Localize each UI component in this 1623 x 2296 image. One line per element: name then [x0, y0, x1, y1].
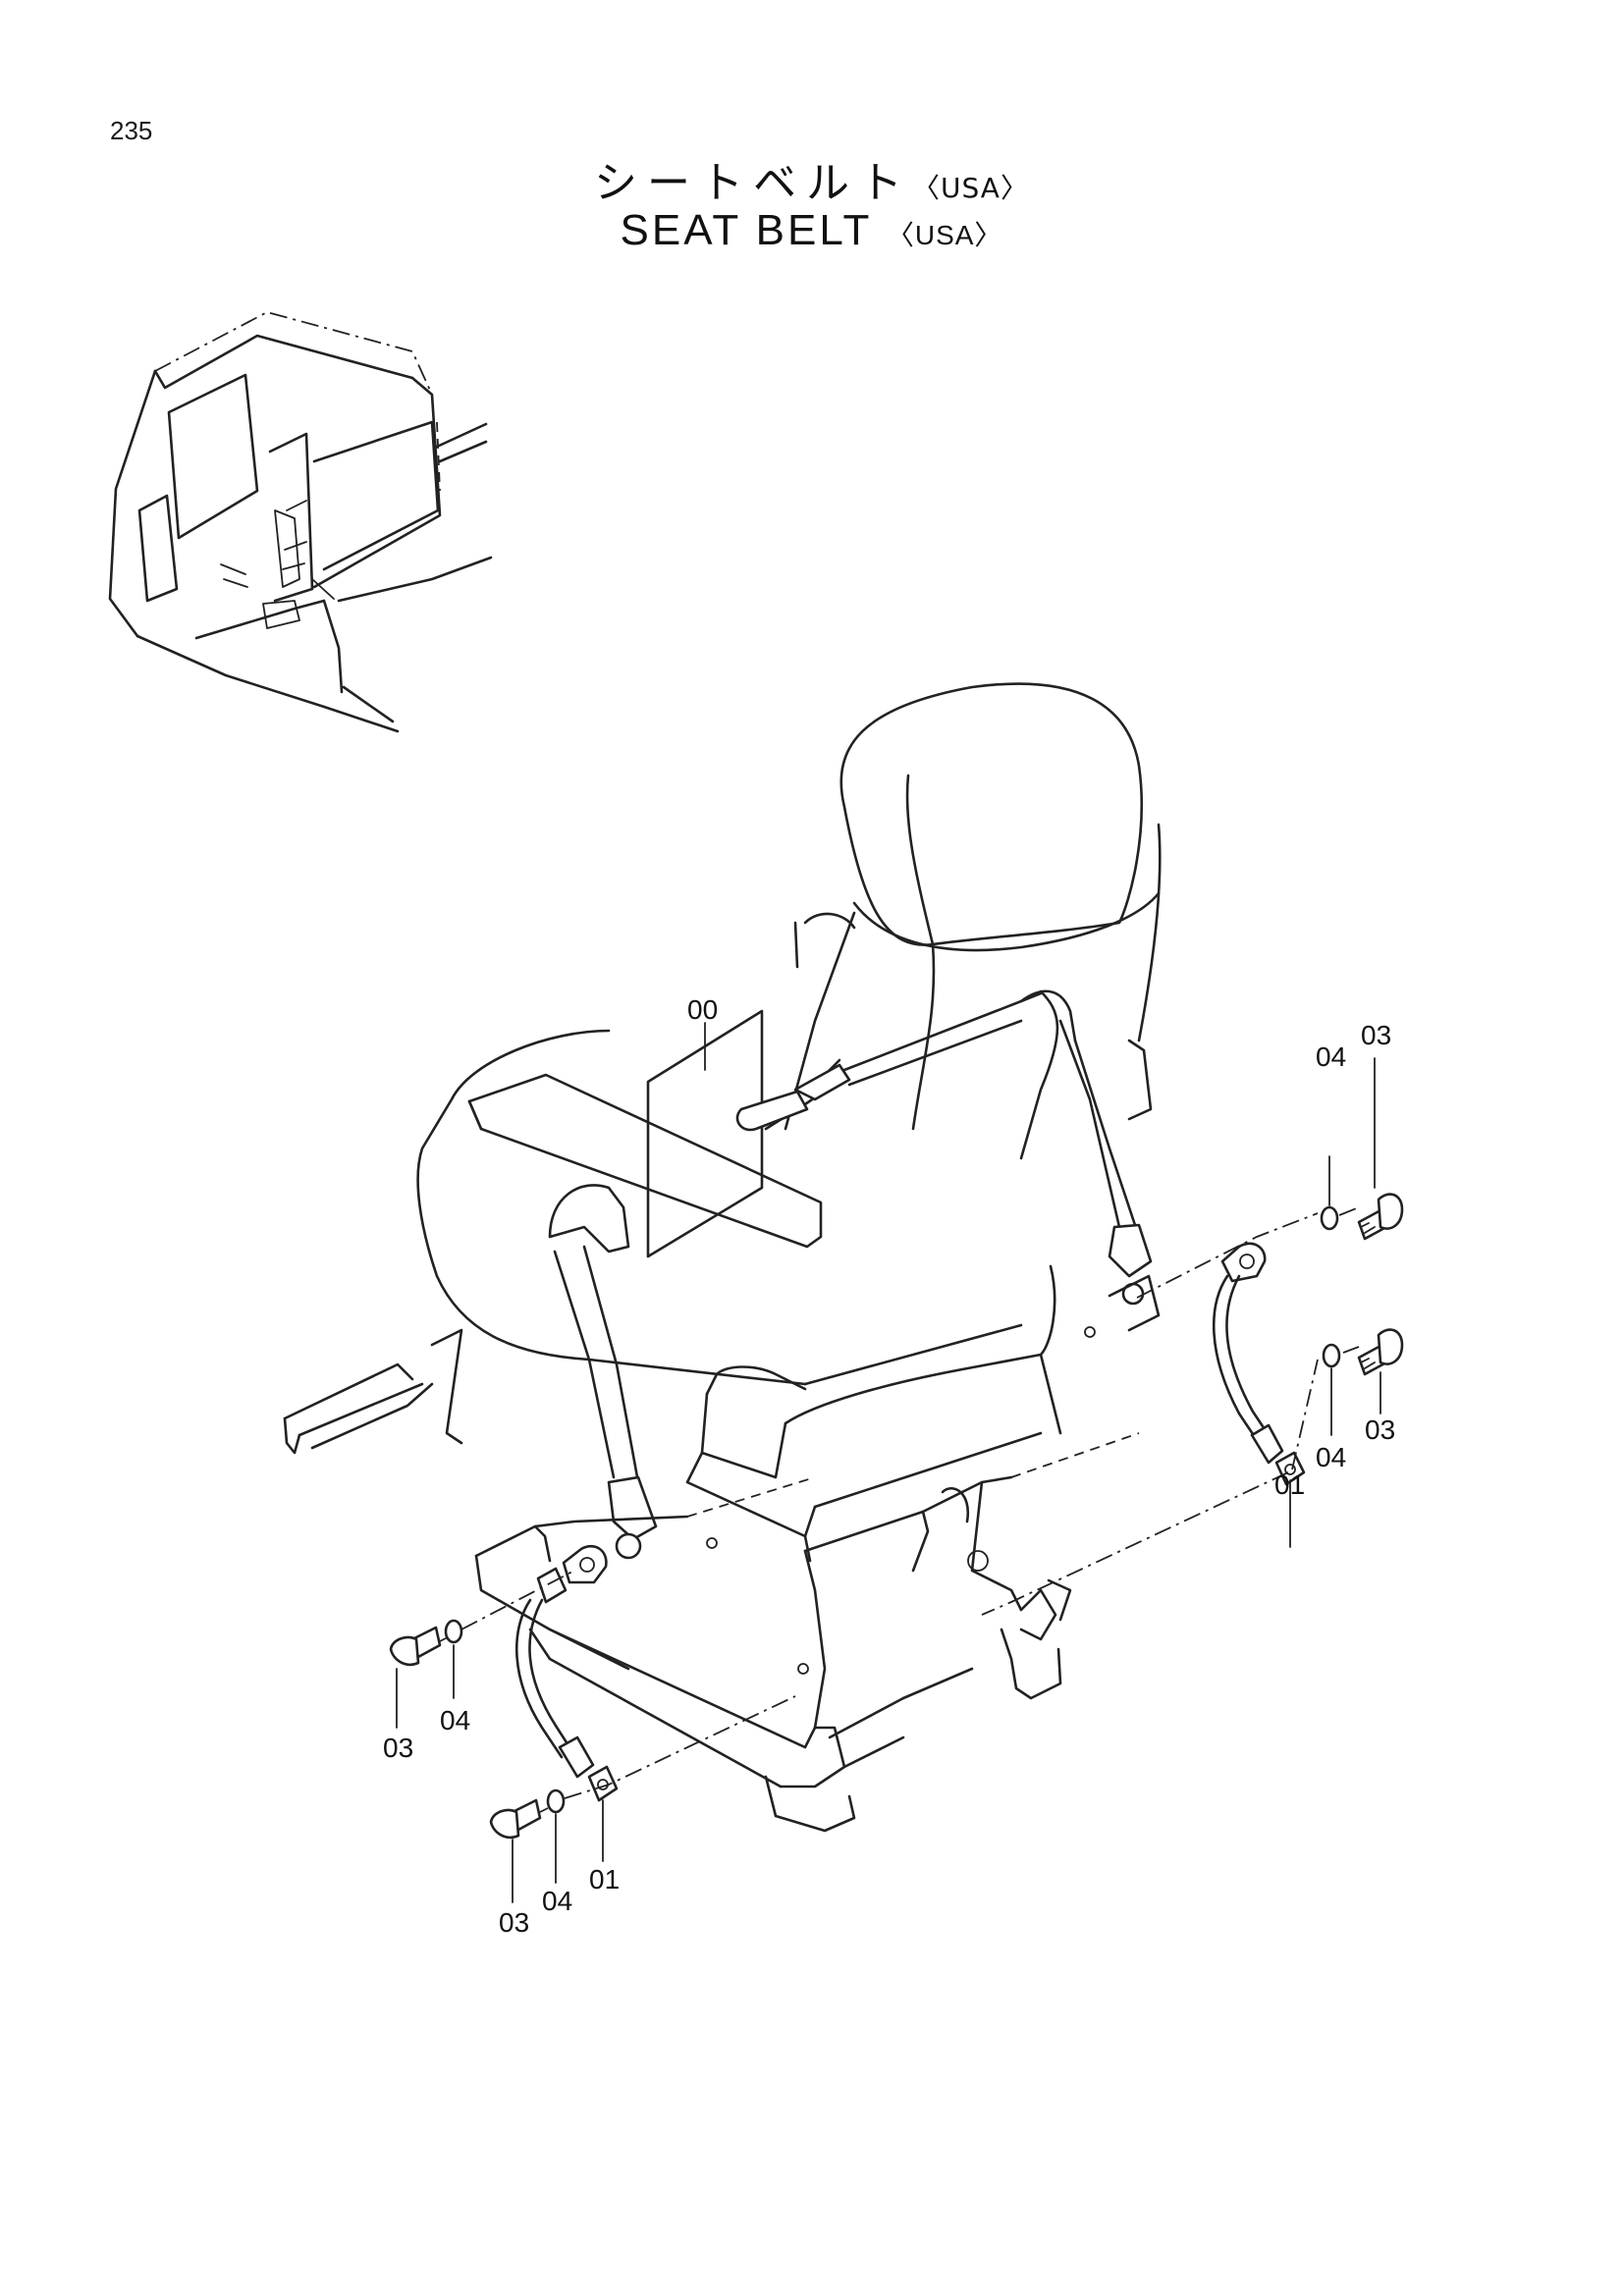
title-english-text: SEAT BELT	[620, 206, 872, 254]
title-english-variant: 〈USA〉	[886, 220, 1003, 250]
cab-locator-illustration	[108, 311, 493, 733]
lower-left-hardware	[389, 1544, 796, 1840]
callout-bolt-lower-b: 03	[499, 1907, 529, 1938]
title-japanese: シートベルト〈USA〉	[0, 147, 1623, 210]
callout-belt-upper: 01	[1274, 1469, 1305, 1500]
title-english: SEAT BELT 〈USA〉	[0, 206, 1623, 255]
callout-belt-lower: 01	[589, 1864, 620, 1895]
callout-bolt-upper-b: 03	[1365, 1415, 1395, 1445]
callout-washer-upper-b: 04	[1316, 1442, 1346, 1472]
callout-washer-lower-b: 04	[542, 1886, 572, 1916]
leader-lines	[396, 1022, 1381, 1903]
seat-illustration	[283, 682, 1162, 1833]
callout-washer-lower-a: 04	[440, 1705, 470, 1735]
callout-assembly: 00	[687, 994, 718, 1025]
callout-bolt-lower-a: 03	[383, 1733, 413, 1763]
callout-washer-upper-a: 04	[1316, 1041, 1346, 1072]
callout-bolt-upper-a: 03	[1361, 1020, 1391, 1050]
page-number: 235	[110, 116, 153, 145]
title-japanese-text: シートベルト	[594, 158, 913, 208]
upper-right-hardware	[981, 1193, 1404, 1616]
title-japanese-variant: 〈USA〉	[912, 172, 1029, 204]
